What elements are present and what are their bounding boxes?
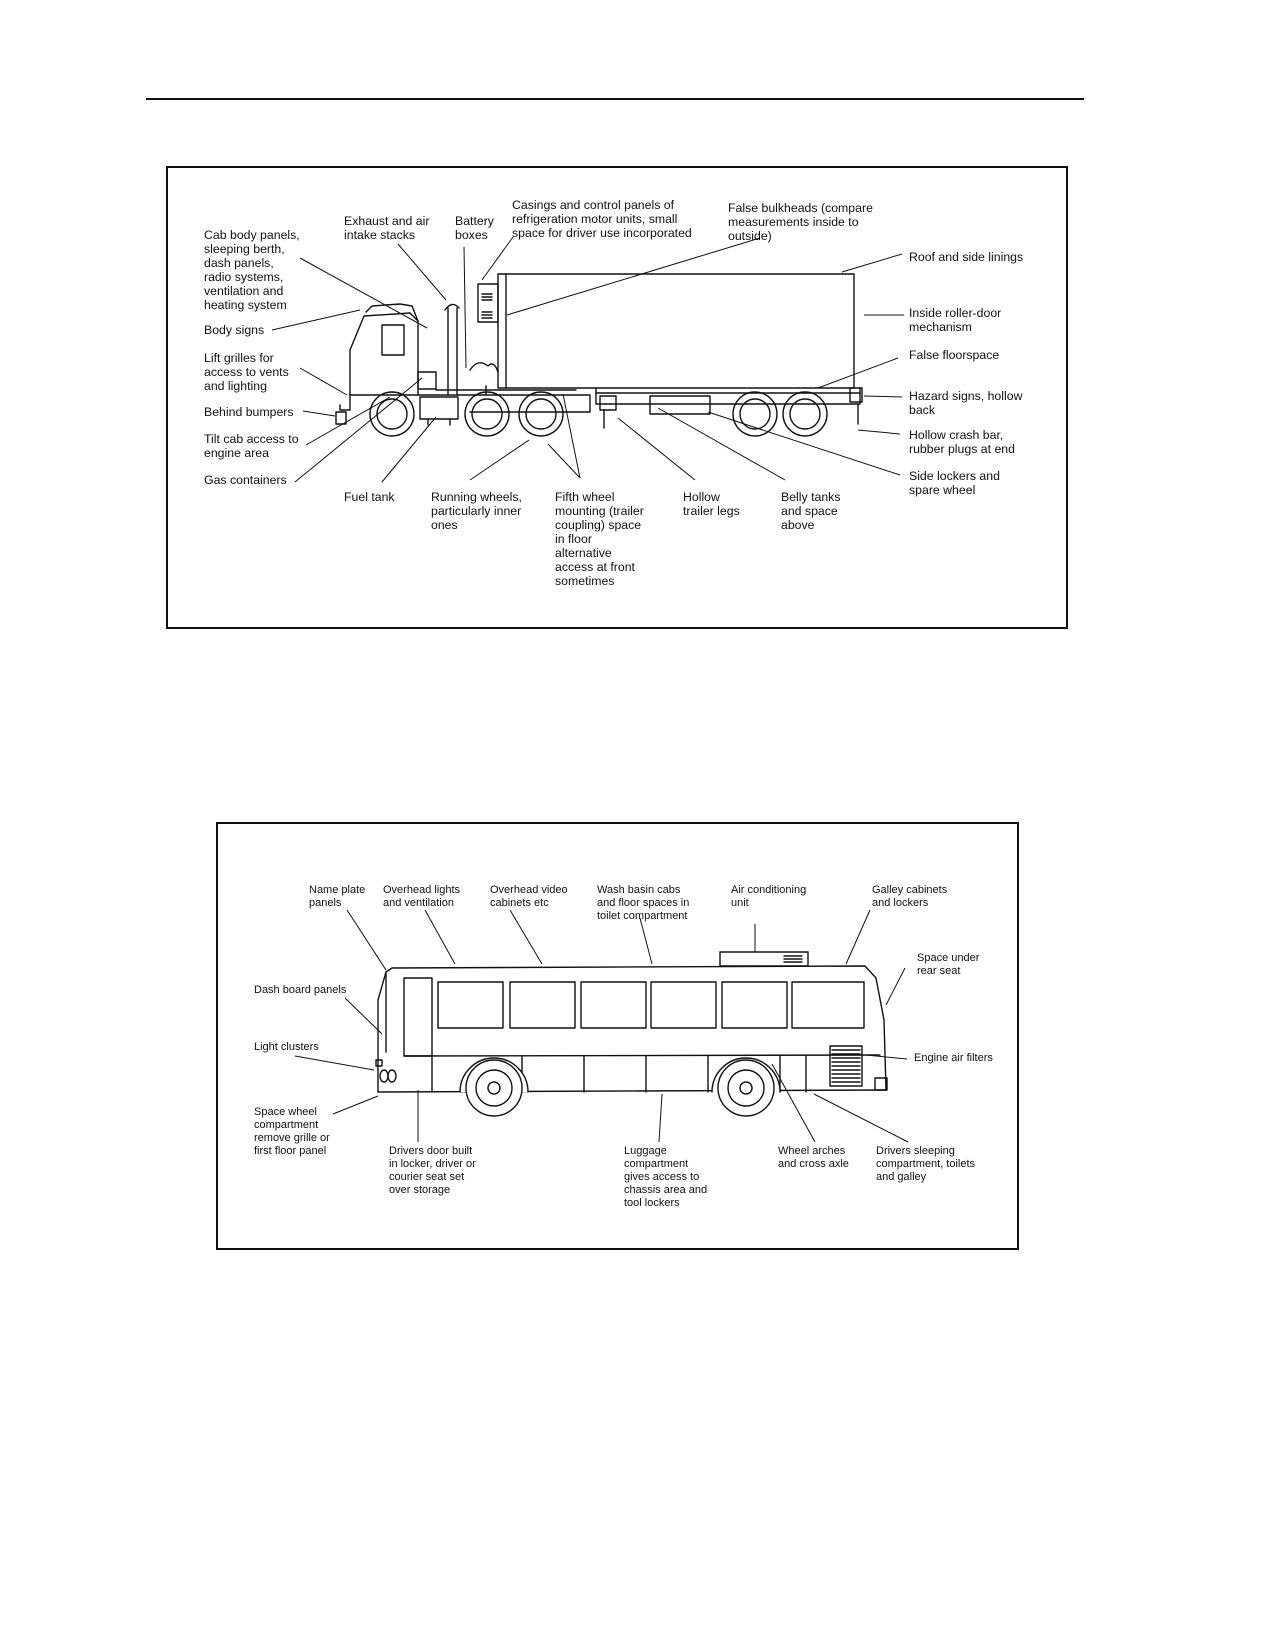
truck-diagram-frame (166, 166, 1068, 629)
label-battery-boxes: Battery boxes (455, 214, 494, 242)
label-false-bulkheads: False bulkheads (compare measurements in… (728, 201, 873, 243)
label-fuel-tank: Fuel tank (344, 490, 395, 504)
trailer-chassis (596, 388, 862, 428)
bus-engine-grille (830, 1046, 887, 1090)
label-fifth-wheel: Fifth wheel mounting (trailer coupling) … (555, 490, 644, 588)
label-behind-bumpers: Behind bumpers (204, 405, 294, 419)
exhaust-stacks (445, 304, 459, 395)
label-name-plate-panels: Name plate panels (309, 884, 366, 909)
bus-front-lights (376, 1060, 396, 1082)
bus-wheels (460, 1058, 780, 1116)
label-false-floorspace: False floorspace (909, 348, 1000, 362)
trailer-box (498, 274, 854, 388)
label-lift-grilles: Lift grilles for access to vents and lig… (204, 351, 289, 393)
label-hazard-signs: Hazard signs, hollow back (909, 389, 1023, 417)
label-belly-tanks: Belly tanks and space above (781, 490, 841, 532)
label-running-wheels: Running wheels, particularly inner ones (431, 490, 522, 532)
label-wash-basin: Wash basin cabs and floor spaces in toil… (597, 884, 690, 922)
label-galley-cabinets: Galley cabinets and lockers (872, 884, 948, 909)
label-dash-board-panels: Dash board panels (254, 984, 347, 996)
bus-diagram-frame (216, 822, 1019, 1250)
header-rule (146, 98, 1084, 100)
tractor-chassis (350, 395, 590, 425)
bus-luggage-doors (432, 1056, 806, 1092)
bus-front-door (404, 978, 432, 1056)
label-hollow-crash-bar: Hollow crash bar, rubber plugs at end (909, 428, 1015, 456)
label-drivers-sleeping: Drivers sleeping compartment, toilets an… (876, 1145, 976, 1183)
label-tilt-cab: Tilt cab access to engine area (204, 432, 299, 460)
label-roof-side-linings: Roof and side linings (909, 250, 1024, 264)
label-roller-door: Inside roller-door mechanism (909, 306, 1002, 334)
label-trailer-legs: Hollow trailer legs (683, 490, 740, 518)
label-air-conditioning: Air conditioning unit (731, 884, 807, 909)
coupling-area (436, 363, 576, 395)
truck-wheels (370, 392, 827, 436)
label-overhead-video: Overhead video cabinets etc (490, 884, 568, 909)
label-body-signs: Body signs (204, 323, 265, 337)
label-exhaust-stacks: Exhaust and air intake stacks (344, 214, 430, 242)
label-casings-control-panels: Casings and control panels of refrigerat… (512, 198, 692, 240)
label-cab-body-panels: Cab body panels, sleeping berth, dash pa… (204, 228, 300, 312)
label-wheel-arches: Wheel arches and cross axle (778, 1145, 849, 1170)
truck-cab (336, 304, 436, 424)
label-drivers-door: Drivers door built in locker, driver or … (389, 1145, 476, 1196)
bus-windows (438, 982, 864, 1028)
label-engine-air-filters: Engine air filters (914, 1052, 993, 1064)
label-space-under-rear-seat: Space under rear seat (917, 952, 980, 977)
label-side-lockers: Side lockers and spare wheel (909, 469, 1000, 497)
label-spare-wheel-compartment: Space wheel compartment remove grille or… (254, 1106, 330, 1157)
label-gas-containers: Gas containers (204, 473, 287, 487)
label-overhead-lights: Overhead lights and ventilation (383, 884, 461, 909)
label-light-clusters: Light clusters (254, 1041, 319, 1053)
label-luggage-compartment: Luggage compartment gives access to chas… (624, 1145, 708, 1209)
